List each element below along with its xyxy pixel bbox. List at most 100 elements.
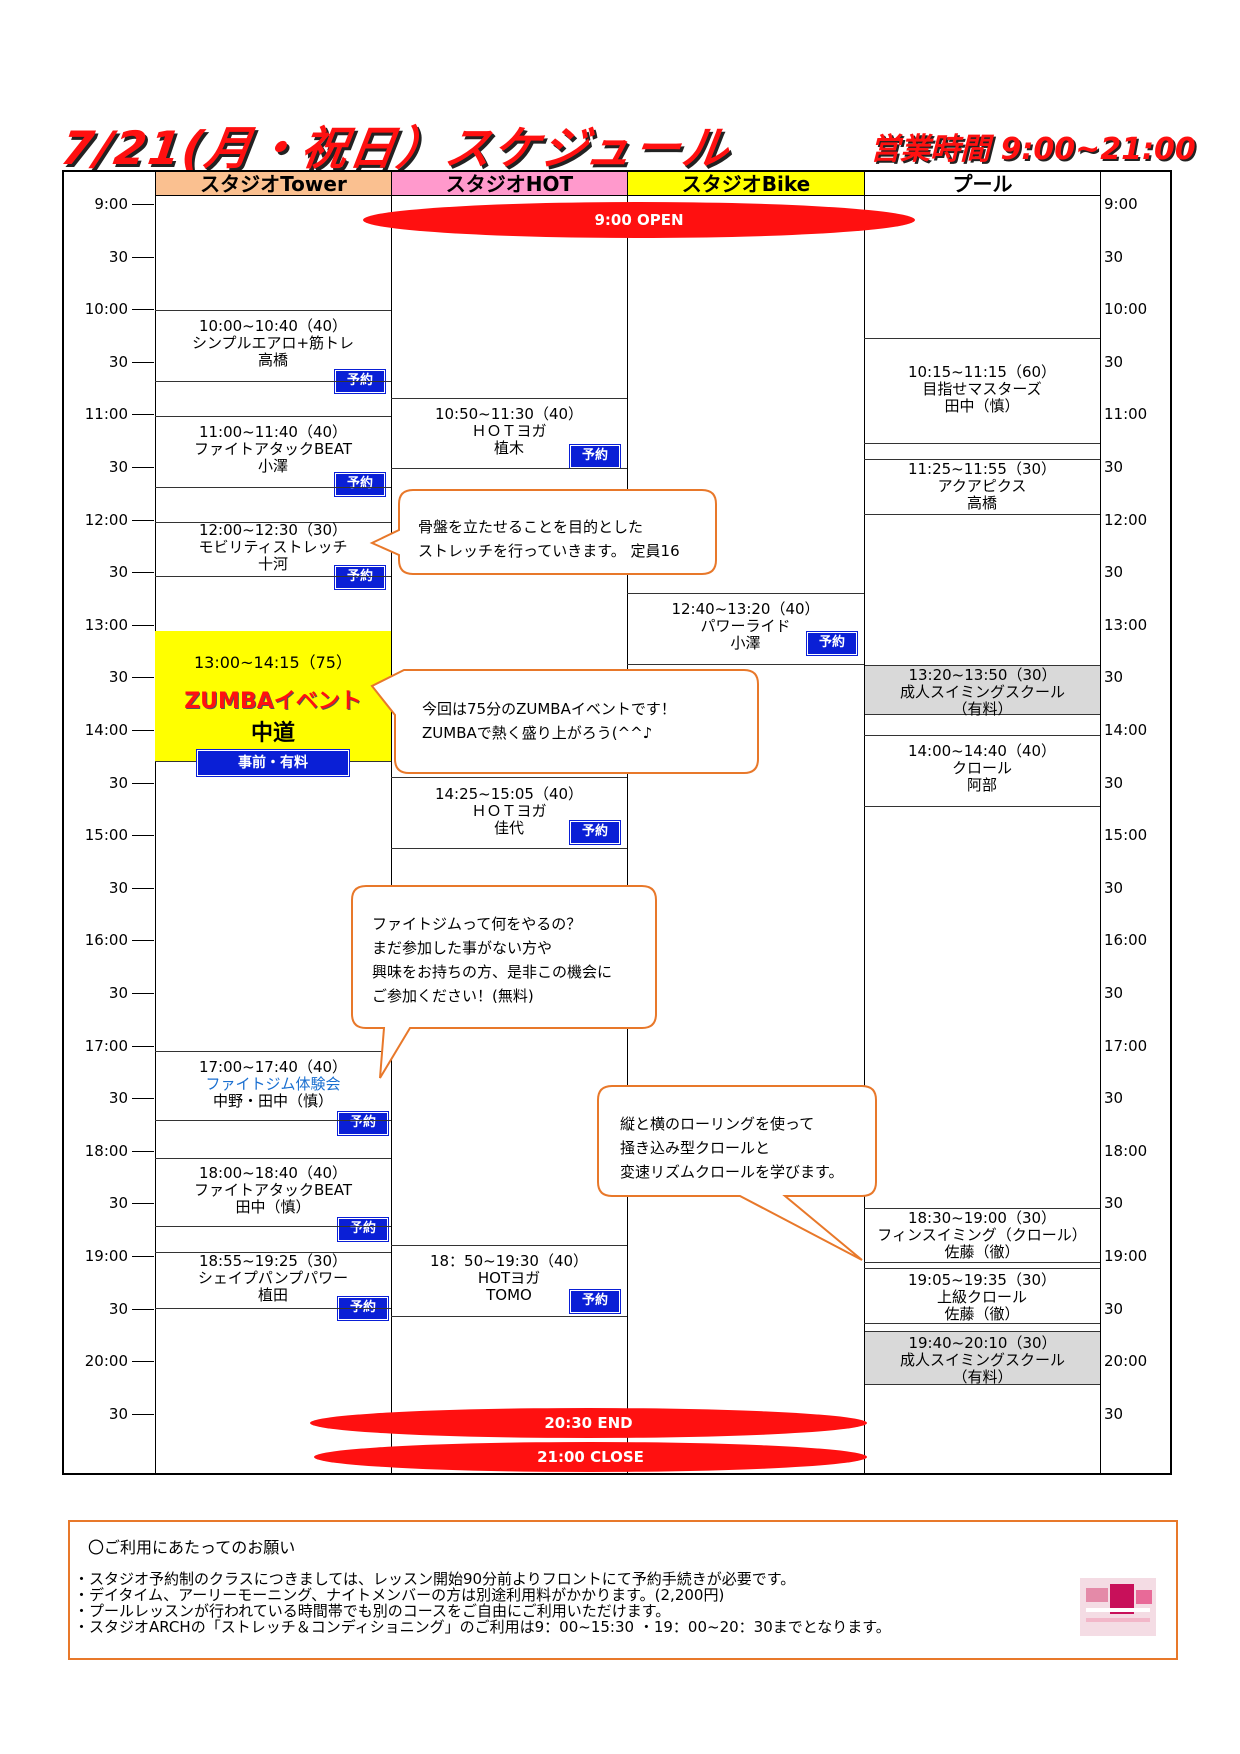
time-label-right: 18:00 [1104, 1142, 1148, 1160]
time-label-right: 13:00 [1104, 616, 1148, 634]
time-tick [132, 257, 154, 258]
bubble-stretch: 骨盤を立たせることを目的とした ストレッチを行っていきます。 定員16 [418, 518, 680, 560]
time-label: 14:00 [84, 721, 128, 739]
time-label-right: 30 [1104, 1194, 1124, 1212]
notice-line: ・プールレッスンが行われている時間帯でも別のコースをご自由にご利用いただけます。 [74, 1602, 671, 1620]
time-label: 19:00 [84, 1247, 128, 1265]
time-label: 12:00 [84, 511, 128, 529]
col-divider [391, 170, 392, 1475]
time-tick [132, 993, 154, 994]
notice-line: ・スタジオARCHの「ストレッチ＆コンディショニング」のご利用は9：00~15:… [74, 1618, 891, 1636]
time-tick [132, 520, 154, 521]
close-marker: 21:00 CLOSE [314, 1442, 867, 1472]
col-divider [864, 170, 865, 1475]
time-label-right: 30 [1104, 1405, 1124, 1423]
lesson-tower-3[interactable]: 12:00~12:30（30） モビリティストレッチ 十河 [198, 521, 348, 573]
lesson-hot-1[interactable]: 10:50~11:30（40） ＨＯＴヨガ 植木 [434, 405, 584, 457]
lesson-tower-2[interactable]: 11:00~11:40（40） ファイトアタックBEAT 小澤 [193, 423, 353, 475]
bubble-crawl: 縦と横のローリングを使って 掻き込み型クロールと 変速リズムクロールを学びます。 [620, 1115, 844, 1181]
col-divider [1100, 170, 1101, 1475]
lesson-pool-3[interactable]: 13:20~13:50（30） 成人スイミングスクール （有料） [865, 665, 1100, 718]
time-tick [132, 1361, 154, 1362]
notice-box: 〇ご利用にあたってのお願い ・スタジオ予約制のクラスにつきましては、レッスン開始… [68, 1520, 1178, 1660]
reserve-button[interactable]: 予約 [337, 1111, 389, 1136]
time-tick [132, 1098, 154, 1099]
time-tick [132, 204, 154, 205]
time-label: 20:00 [84, 1352, 128, 1370]
time-label: 11:00 [84, 405, 128, 423]
time-label: 30 [108, 248, 128, 266]
lesson-pool-6[interactable]: 19:05~19:35（30） 上級クロール 佐藤（徹） [907, 1271, 1057, 1323]
col-divider [627, 170, 628, 1475]
reserve-button[interactable]: 予約 [569, 1289, 621, 1314]
time-label-right: 30 [1104, 248, 1124, 266]
time-tick [132, 888, 154, 889]
lesson-pool-4[interactable]: 14:00~14:40（40） クロール 阿部 [907, 742, 1057, 794]
lesson-hot-2[interactable]: 14:25~15:05（40） ＨＯＴヨガ 佳代 [434, 785, 584, 837]
time-tick [132, 309, 154, 310]
time-label-right: 30 [1104, 353, 1124, 371]
reserve-button[interactable]: 予約 [806, 631, 858, 656]
lesson-tower-5[interactable]: 18:00~18:40（40） ファイトアタックBEAT 田中（慎） [193, 1164, 353, 1216]
schedule-frame [62, 170, 1172, 1475]
club-logo-icon [1080, 1578, 1156, 1636]
time-tick [132, 1309, 154, 1310]
time-label: 13:00 [84, 616, 128, 634]
col-divider [155, 170, 156, 1475]
lesson-tower-1[interactable]: 10:00~10:40（40） シンプルエアロ+筋トレ 高橋 [191, 317, 355, 369]
time-label-right: 30 [1104, 984, 1124, 1002]
time-label: 30 [108, 1405, 128, 1423]
time-label-right: 10:00 [1104, 300, 1148, 318]
time-tick [132, 572, 154, 573]
lesson-hot-3[interactable]: 18：50~19:30（40） HOTヨガ TOMO [429, 1252, 589, 1304]
time-label-right: 30 [1104, 879, 1124, 897]
time-label: 30 [108, 563, 128, 581]
time-label-right: 11:00 [1104, 405, 1148, 423]
reserve-button[interactable]: 予約 [569, 444, 621, 469]
time-label: 17:00 [84, 1037, 128, 1055]
time-label: 15:00 [84, 826, 128, 844]
lesson-pool-1[interactable]: 10:15~11:15（60） 目指せマスターズ 田中（慎） [907, 363, 1057, 415]
bubble-zumba: 今回は75分のZUMBAイベントです！ ZUMBAで熱く盛り上がろう(^^♪ [422, 700, 676, 742]
time-tick [132, 940, 154, 941]
time-label-right: 30 [1104, 774, 1124, 792]
zumba-badge[interactable]: 事前・有料 [196, 749, 350, 777]
time-label-right: 30 [1104, 458, 1124, 476]
reserve-button[interactable]: 予約 [569, 820, 621, 845]
lesson-tower-6[interactable]: 18:55~19:25（30） シェイプパンプパワー 植田 [197, 1252, 349, 1304]
notice-heading: 〇ご利用にあたってのお願い [88, 1538, 296, 1557]
zumba-event[interactable]: 13:00~14:15（75） ZUMBAイベント 中道 [155, 631, 391, 762]
time-label-right: 19:00 [1104, 1247, 1148, 1265]
reserve-button[interactable]: 予約 [337, 1217, 389, 1242]
column-header-hot: スタジオHOT [392, 172, 627, 196]
time-tick [132, 730, 154, 731]
lesson-tower-4[interactable]: 17:00~17:40（40） ファイトジム体験会 中野・田中（慎） [198, 1058, 348, 1110]
lesson-pool-7[interactable]: 19:40~20:10（30） 成人スイミングスクール （有料） [865, 1331, 1100, 1386]
lesson-pool-5[interactable]: 18:30~19:00（30） フィンスイミング（クロール） 佐藤（徹） [877, 1209, 1087, 1261]
time-label-right: 14:00 [1104, 721, 1148, 739]
time-label-right: 30 [1104, 563, 1124, 581]
time-label: 30 [108, 984, 128, 1002]
notice-line: ・デイタイム、アーリーモーニング、ナイトメンバーの方は別途利用料がかかります。(… [74, 1586, 725, 1604]
time-label-right: 17:00 [1104, 1037, 1148, 1055]
time-label-right: 30 [1104, 1300, 1124, 1318]
time-label: 18:00 [84, 1142, 128, 1160]
notice-line: ・スタジオ予約制のクラスにつきましては、レッスン開始90分前よりフロントにて予約… [74, 1570, 796, 1588]
column-header-pool: プール [865, 172, 1100, 196]
column-header-bike: スタジオBike [628, 172, 864, 196]
time-tick [132, 835, 154, 836]
time-tick [132, 783, 154, 784]
time-tick [132, 467, 154, 468]
time-label-right: 12:00 [1104, 511, 1148, 529]
time-label: 30 [108, 774, 128, 792]
lesson-pool-2[interactable]: 11:25~11:55（30） アクアピクス 高橋 [907, 460, 1057, 512]
time-label: 16:00 [84, 931, 128, 949]
time-tick [132, 677, 154, 678]
time-tick [132, 1414, 154, 1415]
time-label: 30 [108, 1194, 128, 1212]
lesson-bike-1[interactable]: 12:40~13:20（40） パワーライド 小澤 [671, 600, 820, 652]
time-tick [132, 1151, 154, 1152]
time-label-right: 9:00 [1104, 195, 1138, 213]
time-tick [132, 1256, 154, 1257]
